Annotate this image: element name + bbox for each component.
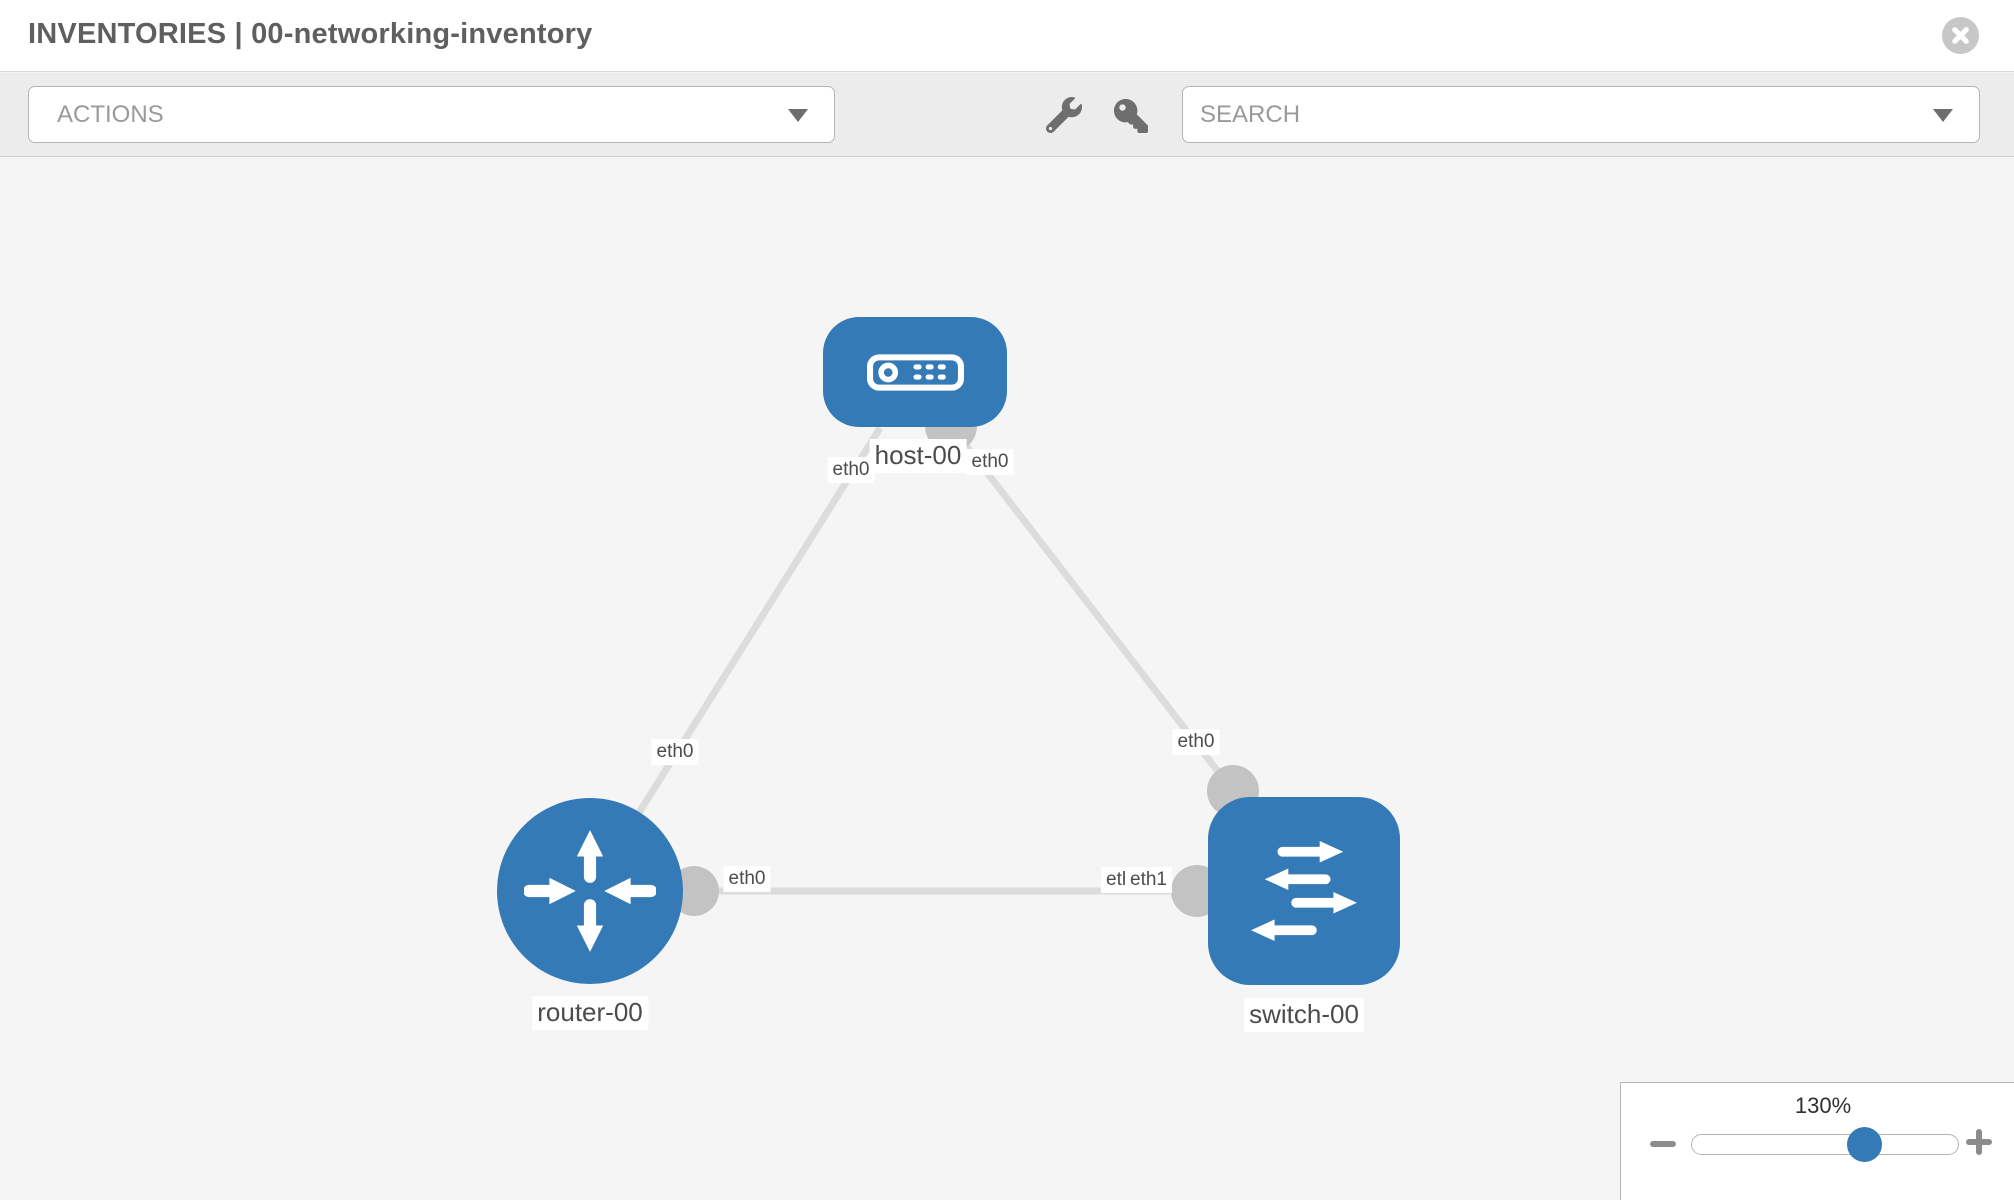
- zoom-in-button[interactable]: [1961, 1123, 1997, 1159]
- node-router-00[interactable]: [497, 798, 683, 984]
- actions-dropdown[interactable]: ACTIONS: [28, 86, 835, 143]
- node-host-00[interactable]: [823, 317, 1007, 427]
- toolbar: ACTIONS SEARCH: [0, 73, 2014, 157]
- zoom-slider-thumb[interactable]: [1847, 1127, 1882, 1162]
- close-button[interactable]: [1942, 17, 1979, 54]
- chevron-down-icon: [1933, 109, 1953, 122]
- interface-label: eth0: [723, 866, 771, 892]
- switch-icon: [1251, 840, 1357, 942]
- zoom-slider-track[interactable]: [1691, 1134, 1959, 1155]
- interface-label: eth0: [651, 739, 699, 765]
- header: INVENTORIES | 00-networking-inventory: [0, 0, 2014, 72]
- key-icon[interactable]: [1114, 99, 1148, 133]
- interface-label: eth0: [827, 457, 875, 483]
- host-icon: [866, 353, 964, 391]
- minus-icon: [1650, 1141, 1676, 1147]
- node-label-host-00[interactable]: host-00: [869, 439, 967, 473]
- topology-canvas[interactable]: eth0 host-00 eth0 eth0 eth0 eth0 eth0 et…: [0, 158, 2014, 1200]
- plus-icon: [1976, 1129, 1982, 1155]
- node-label-router-00[interactable]: router-00: [532, 996, 648, 1030]
- close-icon: [1952, 27, 1969, 44]
- router-icon: [524, 830, 656, 952]
- chevron-down-icon: [788, 109, 808, 122]
- zoom-level-value: 130%: [1794, 1093, 1852, 1118]
- actions-dropdown-label: ACTIONS: [57, 100, 164, 128]
- node-label-switch-00[interactable]: switch-00: [1244, 998, 1364, 1032]
- interface-label: eth1: [1125, 867, 1172, 893]
- node-switch-00[interactable]: [1208, 797, 1400, 985]
- search-dropdown[interactable]: SEARCH: [1182, 86, 1980, 143]
- zoom-out-button[interactable]: [1645, 1127, 1681, 1159]
- zoom-control-panel: 130%: [1620, 1082, 2014, 1200]
- wrench-icon[interactable]: [1046, 97, 1082, 133]
- search-dropdown-label: SEARCH: [1200, 100, 1301, 128]
- interface-label: eth0: [1172, 729, 1220, 755]
- interface-label: eth0: [966, 449, 1014, 475]
- network-links-layer: [587, 400, 1259, 917]
- page-title: INVENTORIES | 00-networking-inventory: [28, 18, 593, 50]
